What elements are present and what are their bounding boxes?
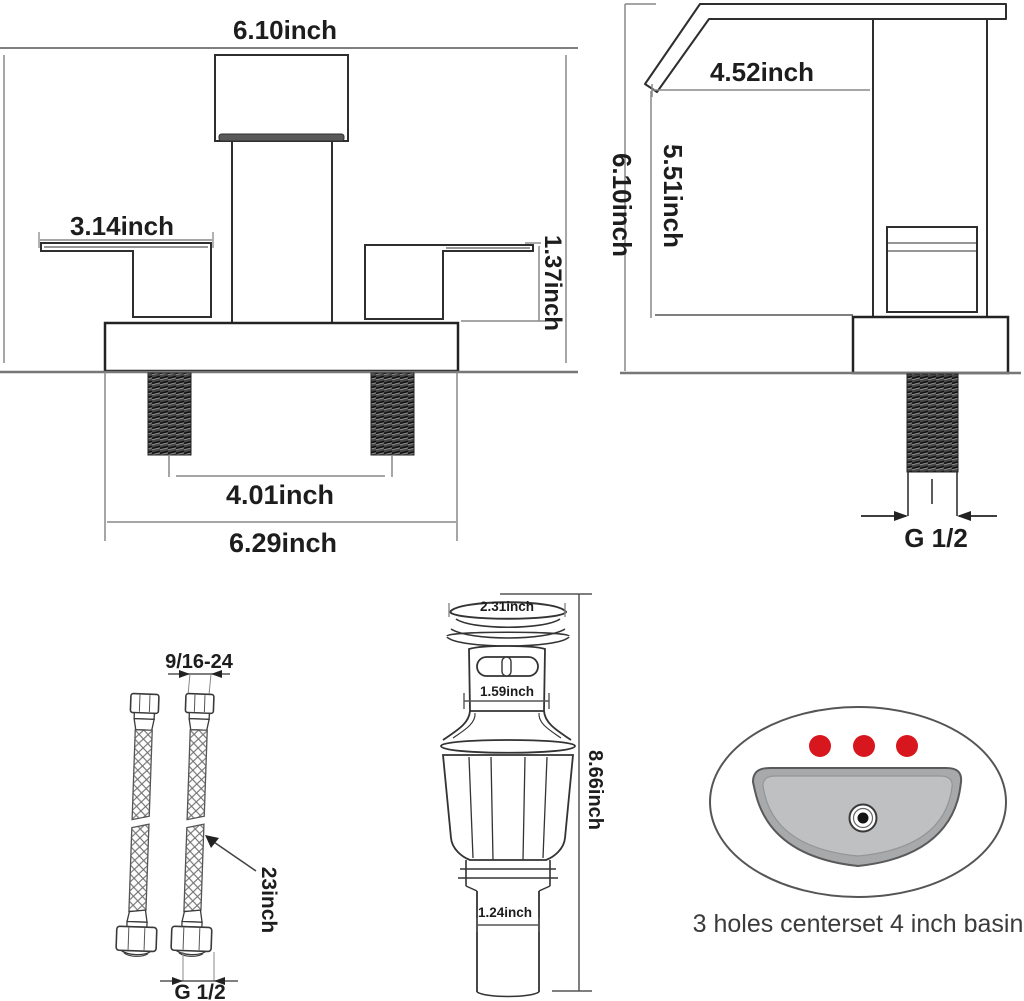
overall-height-label: 6.10inch [607,153,637,257]
spout-clearance-label: 5.51inch [658,144,688,248]
handle-height-label: 1.37inch [539,235,566,331]
spout-head-front [214,54,349,142]
inlet-shank-threaded [906,373,959,473]
drain-cap [448,601,568,620]
thread-arrow-right [957,511,971,521]
front-overall-width-label: 6.10inch [233,15,337,45]
hose-length-label: 23inch [257,867,280,934]
faucet-hole-right [896,735,918,757]
basin-drain-hole [857,812,869,824]
connector-arrow-left [179,670,190,678]
nut-facet-3 [522,756,526,861]
hose-length-leader [207,837,257,872]
connector-arrow-right [211,670,222,678]
pop-up-drain-drawing: 8.66inch 2.31inch 1.59inch [440,593,606,998]
basin-caption: 3 holes centerset 4 inch basin [693,910,1024,938]
right-handle-front [364,244,534,320]
collar-taper-right [538,885,551,892]
stud-spacing-label: 4.01inch [226,480,334,510]
faucet-front-view-drawing: 6.10inch 3.14inch 1.37inch 4.01inch [0,15,578,558]
flare-inner-right [538,712,562,739]
faucet-side-view-drawing: 6.10inch 4.52inch 5.51inch G 1/2 [607,3,1021,553]
tailpipe-bottom [476,991,540,998]
thread-arrow-left [894,511,908,521]
spout-aerator-band [218,133,345,142]
supply-hoses-drawing: 9/16-24 [115,651,280,1001]
tailpipe-diameter-label: 1.24inch [478,905,532,920]
cap-underside-arc1 [455,618,561,628]
connector-ext-right [208,673,212,696]
cap-diameter-label: 2.31inch [480,599,534,614]
collar-taper-left [465,885,478,892]
flare-left [442,710,471,741]
drain-height-label: 8.66inch [584,750,606,830]
hose-length-arrow [205,835,219,848]
connector-ext-left [187,673,191,696]
supply-thread-arrow-left [172,977,183,985]
supply-hose-left [115,692,160,957]
faucet-hole-center [853,735,875,757]
flare-right [543,710,572,741]
nut-facet-4 [542,756,548,859]
connector-thread-label: 9/16-24 [165,651,234,673]
nut-facet-2 [490,756,494,861]
flare-inner-left [452,712,476,739]
supply-hose-right [170,692,215,957]
basin-hole-layout-drawing: 3 holes centerset 4 inch basin [693,706,1024,938]
spout-reach-label: 4.52inch [710,57,814,87]
mounting-stud-left [147,372,192,456]
base-plate-front [103,321,460,373]
base-plate-side [851,315,1010,375]
waterfall-spout-side [644,3,1007,93]
base-width-label: 6.29inch [229,528,337,558]
inlet-thread-label: G 1/2 [904,523,968,553]
overflow-slot-divider [501,656,512,677]
faucet-hole-left [809,735,831,757]
cap-ring-top [446,631,570,637]
body-diameter-label: 1.59inch [480,684,534,699]
left-handle-front-body [40,242,212,318]
supply-thread-label: G 1/2 [174,981,225,1001]
spout-column-front [231,140,333,324]
mounting-stud-right [370,372,415,456]
cap-underside-arc2 [450,628,566,639]
drain-ring [440,739,576,754]
drain-lock-nut [442,754,574,861]
handle-length-label: 3.14inch [70,211,174,241]
supply-thread-arrow-right [214,977,225,985]
nut-facet-1 [468,756,474,859]
handle-side [886,226,978,313]
